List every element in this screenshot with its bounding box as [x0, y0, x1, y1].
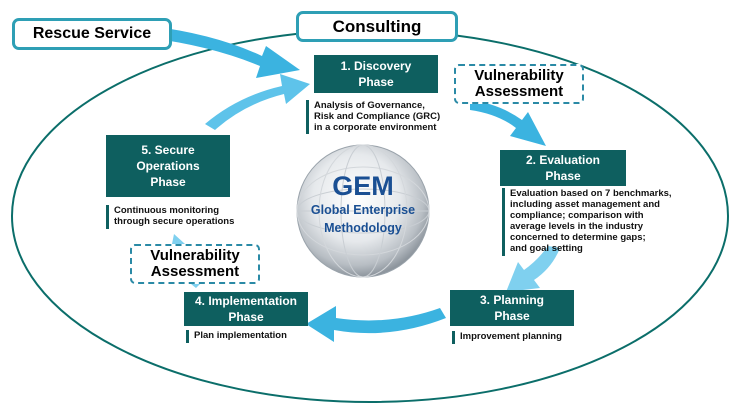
phase-implementation-subtitle: Phase — [228, 310, 264, 324]
phase-evaluation-description: Evaluation based on 7 benchmarks, includ… — [502, 188, 720, 256]
phase-planning-subtitle: Phase — [494, 309, 530, 323]
phase-secure-operations-box: 5. Secure Operations Phase — [106, 135, 230, 197]
phase-implementation-title: 4. Implementation — [194, 294, 298, 308]
phase-evaluation-box: 2. Evaluation Phase — [500, 150, 626, 186]
rescue-service-text: Rescue Service — [32, 25, 152, 42]
arrow-secure-to-discovery — [205, 74, 310, 130]
gem-acronym: GEM — [332, 171, 394, 201]
arrow-evaluation-to-planning — [506, 246, 560, 292]
phase-secure-subtitle2: Phase — [150, 175, 186, 189]
phase-implementation-description: Plan implementation — [186, 330, 336, 343]
arrow-discovery-to-evaluation — [470, 100, 546, 146]
phase-planning-box: 3. Planning Phase — [450, 290, 574, 326]
gem-line2: Methodology — [324, 221, 402, 235]
phase-evaluation-title: 2. Evaluation — [525, 153, 601, 167]
phase-discovery-subtitle: Phase — [358, 75, 394, 89]
gem-globe-icon — [296, 144, 430, 278]
phase-evaluation-subtitle: Phase — [545, 169, 581, 183]
phase-secure-operations-description: Continuous monitoring through secure ope… — [106, 205, 276, 229]
va-top-line1: Vulnerability — [474, 67, 564, 84]
phase-discovery-box: 1. Discovery Phase — [314, 55, 438, 93]
va-top-line2: Assessment — [474, 83, 564, 100]
phase-discovery-title: 1. Discovery — [340, 59, 412, 73]
vulnerability-assessment-bottom: Vulnerability Assessment — [130, 244, 260, 284]
phase-planning-title: 3. Planning — [479, 293, 544, 307]
consulting-text: Consulting — [332, 16, 422, 36]
phase-discovery-description: Analysis of Governance, Risk and Complia… — [306, 100, 476, 134]
vulnerability-assessment-top: Vulnerability Assessment — [454, 64, 584, 104]
gem-line1: Global Enterprise — [310, 203, 416, 217]
arrow-planning-to-implementation — [306, 306, 446, 342]
arrow-rescue-to-discovery — [150, 26, 300, 78]
phase-implementation-box: 4. Implementation Phase — [184, 292, 308, 326]
phase-secure-subtitle: Operations — [136, 159, 200, 173]
va-bottom-line2: Assessment — [150, 263, 240, 280]
rescue-service-label: Rescue Service — [12, 18, 172, 50]
va-bottom-line1: Vulnerability — [150, 247, 240, 264]
phase-secure-title: 5. Secure — [141, 143, 195, 157]
phase-planning-description: Improvement planning — [452, 331, 612, 344]
consulting-label: Consulting — [296, 11, 458, 42]
